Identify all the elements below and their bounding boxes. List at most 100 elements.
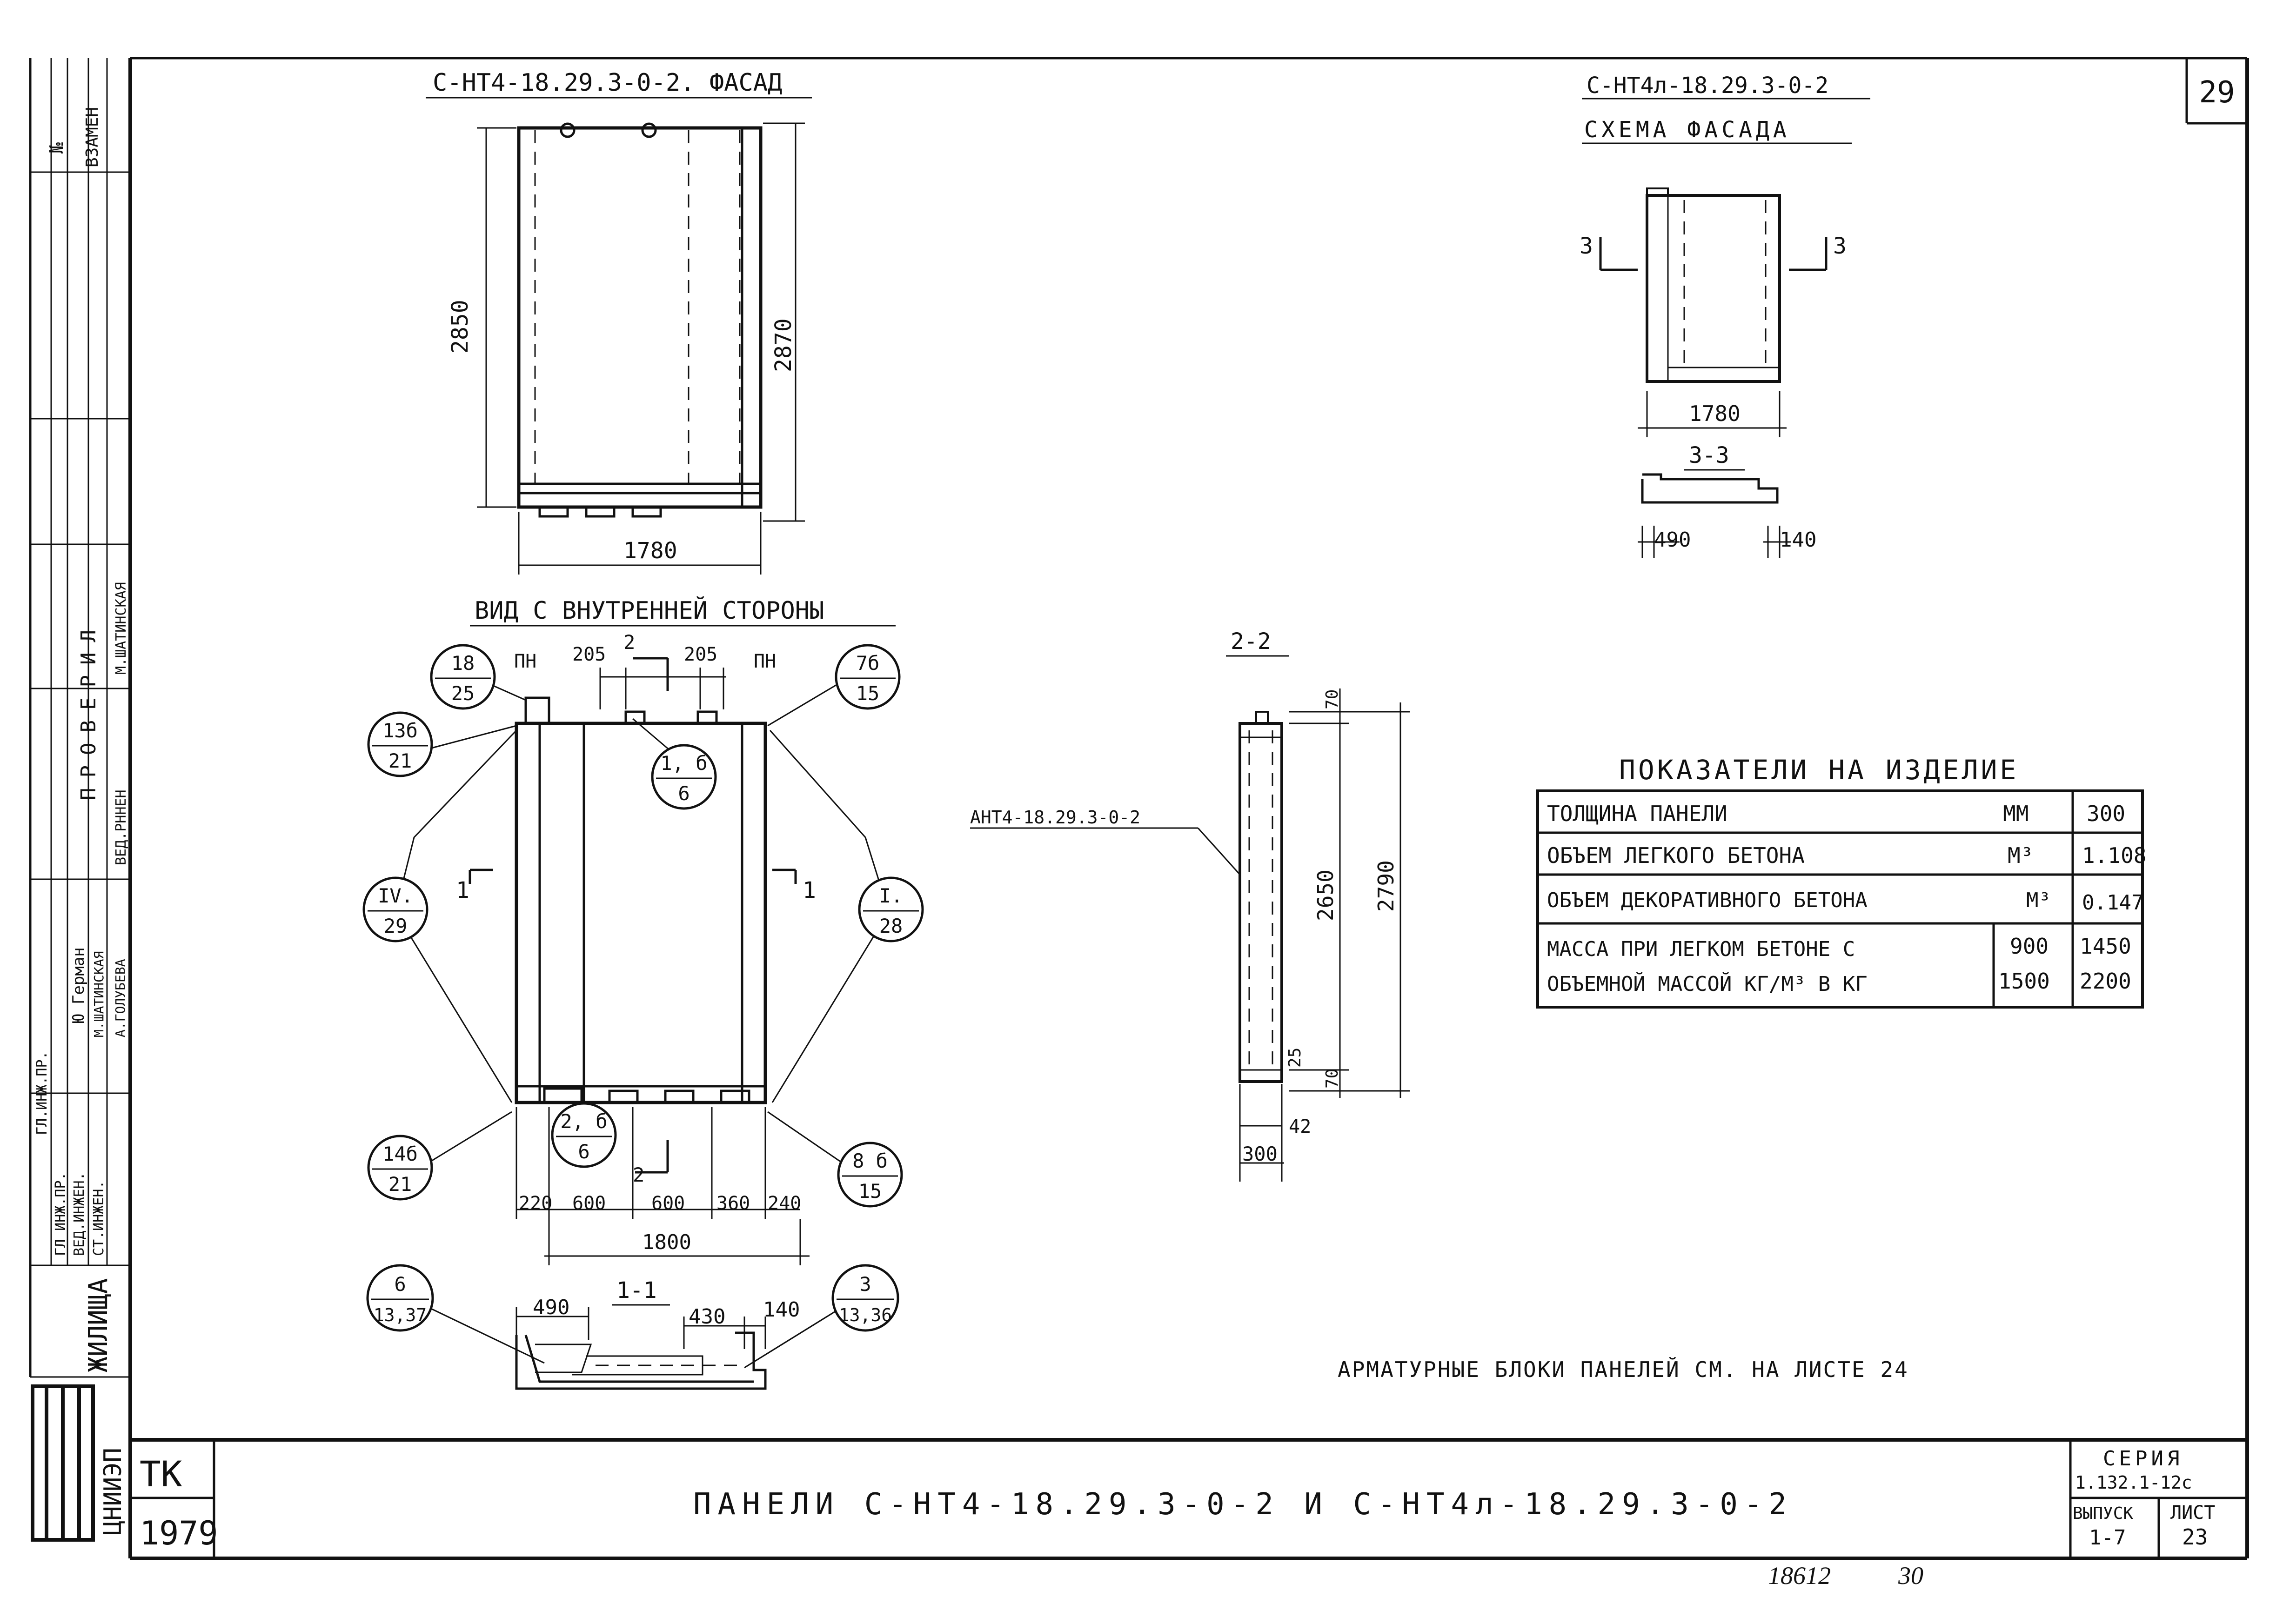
stamp-checker-role: ВЕД.РННЕН <box>113 789 129 865</box>
callout-14b-21: 14б 21 <box>367 1135 433 1201</box>
footer-page: 30 <box>1898 1562 1923 1590</box>
section-2-2-label: 2-2 <box>1231 628 1271 655</box>
scheme-width-dimension <box>1638 391 1787 437</box>
inner-bottom-dim-2: 600 <box>572 1193 606 1214</box>
section-1-1-shape <box>515 1331 767 1390</box>
stamp-role-4: СТ.ИНЖЕН. <box>91 1180 107 1256</box>
scheme-section-label: 3-3 <box>1689 442 1729 468</box>
title-block-series-value: 1.132.1-12с <box>2075 1472 2192 1493</box>
title-block-sheet-label: ЛИСТ <box>2170 1502 2215 1524</box>
section-2-2-dim-total: 2790 <box>1373 860 1399 912</box>
callout-8b-15-bottom: 15 <box>858 1180 882 1203</box>
callout-leaders <box>395 681 890 1173</box>
section-2-2-shape <box>1239 711 1283 1083</box>
callout-8b-15: 8 б 15 <box>837 1142 903 1208</box>
inner-dim-205b: 205 <box>684 644 717 665</box>
callout-1b-6-bottom: 6 <box>678 782 690 805</box>
sheet-number: 29 <box>2199 75 2235 110</box>
facade-height-right: 2870 <box>770 318 797 372</box>
stamp-name-1: Ю Герман <box>69 947 88 1023</box>
callout-7b-15: 7б 15 <box>835 644 901 710</box>
title-block-sheet-value: 23 <box>2182 1524 2208 1550</box>
inner-cut-side-right: 1 <box>803 877 816 903</box>
inner-cut-side-left: 1 <box>456 877 469 903</box>
callout-iv-29-bottom: 29 <box>384 915 408 937</box>
stamp-role-3: ВЕД.ИНЖЕН. <box>71 1172 87 1256</box>
callout-3-13-36-top: 3 <box>859 1273 871 1296</box>
callout-13b-21-top: 13б <box>382 719 418 742</box>
callout-i-28: I. 28 <box>858 876 924 942</box>
callout-3-13-36-bottom: 13,36 <box>839 1305 892 1325</box>
facade-dimensions <box>477 122 805 575</box>
facade-title: С-НТ4-18.29.3-0-2. ФАСАД <box>433 69 782 97</box>
inner-view-title: ВИД С ВНУТРЕННЕЙ СТОРОНЫ <box>475 596 824 625</box>
facade-height-left: 2850 <box>447 300 473 354</box>
stamp-checker-name: М.ШАТИНСКАЯ <box>113 582 129 675</box>
section-2-2-dim-depth-a: 42 <box>1289 1116 1311 1137</box>
section-1-1-dim-left: 490 <box>533 1296 569 1319</box>
title-block-issue-value: 1-7 <box>2089 1526 2126 1550</box>
stamp-checked-label: ПРОВЕРИЛ <box>77 620 100 800</box>
section-1-1-dim-right: 140 <box>763 1298 800 1322</box>
scheme-section-dim-left: 490 <box>1654 528 1691 552</box>
scheme-cut-right: 3 <box>1833 233 1847 259</box>
stamp-name-3: А.ГОЛУБЕВА <box>113 959 128 1037</box>
callout-iv-29-top: IV. <box>378 884 413 907</box>
inner-panel <box>515 696 767 1104</box>
org-word: ЖИЛИЩА <box>83 1278 114 1372</box>
callout-14b-21-top: 14б <box>382 1143 418 1165</box>
title-block-issue-label: ВЫПУСК <box>2073 1504 2133 1523</box>
indicators-mass-line2: ОБЪЕМНОЙ МАССОЙ КГ/М³ В КГ <box>1547 971 1868 996</box>
scheme-section-dim-right: 140 <box>1780 528 1816 552</box>
indicators-row3-value: 0.147 <box>2082 891 2143 915</box>
callout-6-13-37-top: 6 <box>394 1273 406 1296</box>
callout-18-25-top: 18 <box>451 652 475 675</box>
scheme-title-2: СХЕМА ФАСАДА <box>1584 117 1790 143</box>
indicators-title: ПОКАЗАТЕЛИ НА ИЗДЕЛИЕ <box>1619 754 2019 786</box>
callout-2b-6-top: 2, б <box>560 1110 607 1133</box>
inner-top-dims <box>469 657 797 1174</box>
inner-bottom-dim-3: 600 <box>651 1193 685 1214</box>
indicators-row3-unit: М³ <box>2026 889 2051 912</box>
callout-iv-29: IV. 29 <box>362 876 428 942</box>
callout-i-28-top: I. <box>879 884 903 907</box>
left-stamp <box>29 58 130 1378</box>
indicators-mass-line1: МАССА ПРИ ЛЕГКОМ БЕТОНЕ С <box>1547 937 1855 961</box>
section-2-2-dim-bottom-a: 25 <box>1285 1048 1305 1068</box>
scheme-section-shape <box>1641 473 1779 504</box>
drawing-frame <box>128 57 2249 1560</box>
footer-number: 18612 <box>1768 1562 1831 1590</box>
org-logo-text: ЦНИИЭП <box>99 1448 127 1535</box>
stamp-number-header: № <box>46 142 67 154</box>
callout-7b-15-bottom: 15 <box>856 682 880 705</box>
callout-14b-21-bottom: 21 <box>388 1173 412 1196</box>
indicators-mass-2: 2200 <box>2080 969 2131 994</box>
callout-6-13-37: 6 13,37 <box>366 1264 434 1332</box>
callout-13b-21: 13б 21 <box>367 711 433 777</box>
scheme-width: 1780 <box>1689 401 1741 426</box>
indicators-density-2: 1500 <box>1998 969 2050 994</box>
inner-total-width: 1800 <box>642 1230 691 1254</box>
scheme-section-dims <box>1638 526 1791 558</box>
callout-1b-6-top: 1, б <box>660 752 707 775</box>
section-1-1-dim-mid: 430 <box>689 1305 725 1329</box>
indicators-row1-value: 300 <box>2087 801 2125 826</box>
scheme-panel <box>1599 187 1828 383</box>
indicators-row1-unit: ММ <box>2003 801 2029 826</box>
inner-bottom-dims <box>516 1107 810 1265</box>
inner-bottom-dim-5: 240 <box>768 1193 801 1214</box>
callout-2b-6-bottom: 6 <box>578 1140 589 1163</box>
callout-i-28-bottom: 28 <box>879 915 903 937</box>
section-1-1-label: 1-1 <box>616 1277 657 1303</box>
title-block-tk: ТК <box>140 1453 182 1495</box>
callout-18-25: 18 25 <box>430 644 496 710</box>
section-2-2-dim-inner: 2650 <box>1313 869 1338 921</box>
stamp-role-1: ГЛ.ИНЖ.ПР. <box>34 1051 50 1135</box>
callout-18-25-bottom: 25 <box>451 682 475 705</box>
indicators-row1-label: ТОЛЩИНА ПАНЕЛИ <box>1547 801 1727 826</box>
scheme-title-1: С-НТ4л-18.29.3-0-2 <box>1587 73 1828 99</box>
inner-cut-bottom: 2 <box>633 1163 644 1186</box>
section-2-2-dim-depth-total: 300 <box>1242 1143 1278 1165</box>
callout-6-13-37-bottom: 13,37 <box>374 1305 427 1325</box>
